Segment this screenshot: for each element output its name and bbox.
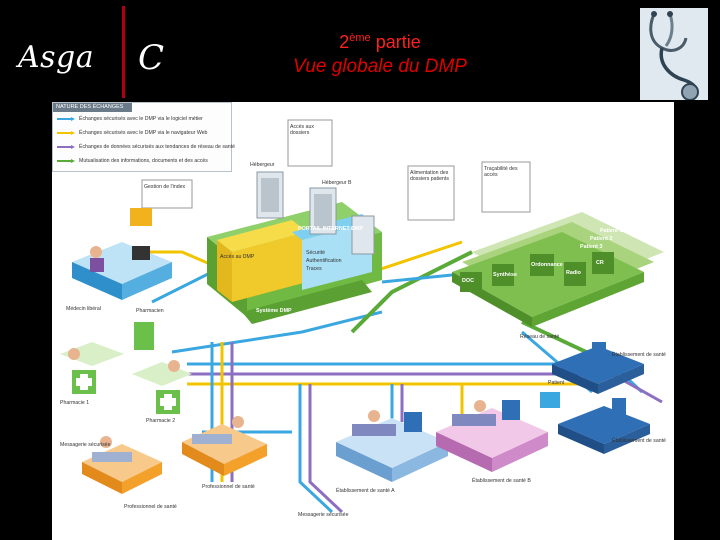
document-label: Synthèse [493, 272, 517, 278]
yellow-arrow-icon [57, 131, 75, 135]
document-label: Radio [566, 270, 581, 276]
part-title: 2ème partie [300, 26, 460, 52]
portal-label: PORTAIL INTERNET DMP [298, 226, 364, 232]
dmp-stack-label: Patient 3 [580, 244, 603, 250]
asga-logo: Asga [18, 40, 95, 75]
mailbox-label: Messagerie sécurisée [60, 442, 111, 448]
slide-title: Vue globale du DMP [293, 56, 467, 77]
stethoscope-icon [640, 8, 708, 100]
patient-label: Patient [548, 380, 565, 386]
pharmacy-label: Pharmacie 1 [60, 400, 90, 406]
legend-title: NATURE DES ÉCHANGES [53, 103, 132, 112]
dmp-stack-label: Patient 1 [600, 228, 623, 234]
right-hospitals [540, 342, 650, 454]
callout-bubbles [141, 119, 531, 221]
care-professional-label: Professionnel de santé [202, 484, 255, 490]
site1-label: Hébergeur [250, 162, 275, 168]
slide-header: Asga C 2ème partie Vue globale du DMP [0, 0, 720, 104]
pharmacies [60, 322, 192, 414]
asga-logo-mark: C [138, 38, 165, 78]
logo-divider [122, 6, 125, 98]
purple-arrow-icon [57, 145, 75, 149]
hospital-wards [336, 400, 548, 482]
legend-item-label: Échanges de données sécurisés aux tendan… [79, 144, 236, 150]
document-label: Ordonnance [531, 262, 563, 268]
care-professional-label: Professionnel de santé [124, 504, 177, 510]
callout-traceability-label: Traçabilité des accès [484, 166, 518, 178]
dmp-stack-label: Patient 2 [590, 236, 613, 242]
part-number: 2 [339, 32, 350, 52]
green-arrow-icon [57, 159, 75, 163]
doctor-office [72, 208, 172, 300]
patient-records-stack [452, 212, 664, 327]
pharmacy-label: Pharmacie 2 [146, 418, 176, 424]
callout-documents-label: Alimentation des dossiers patients [410, 170, 449, 182]
network-label: Réseau de santé [520, 334, 560, 340]
part-superscript: ème [349, 32, 371, 44]
blue-arrow-icon [57, 117, 75, 121]
portal-feature: Sécurité [306, 250, 326, 256]
mailbox-label: Messagerie sécurisée [298, 512, 349, 518]
hospital-label: Établissement de santé [612, 438, 666, 444]
care-rooms [82, 416, 267, 494]
pharmacist-label: Pharmacien [136, 308, 164, 314]
doctor-label: Médecin libéral [66, 306, 101, 312]
legend-item-label: Échanges sécurisés avec le DMP via le na… [79, 130, 208, 136]
dmp-system-block [207, 171, 382, 324]
legend-panel: NATURE DES ÉCHANGES Échanges sécurisés a… [52, 102, 236, 172]
legend-item-label: Mutualisation des informations, document… [79, 158, 208, 164]
system-dmp-label: Système DMP [256, 308, 292, 314]
part-word: partie [370, 32, 421, 52]
callout-index-label: Gestion de l'index [144, 184, 186, 190]
ward-label: Établissement de santé A [336, 488, 395, 494]
hospital-label: Établissement de santé [612, 352, 666, 358]
callout-access-label: Accès aux dossiers [290, 124, 314, 136]
legend-item: Échanges de données sécurisés aux tendan… [57, 141, 236, 153]
portal-feature: Authentification [306, 258, 342, 264]
dmp-overview-diagram: NATURE DES ÉCHANGES Échanges sécurisés a… [52, 102, 674, 540]
portal-access-label: Accès au DMP [220, 254, 255, 260]
legend-item-label: Échanges sécurisés avec le DMP via le lo… [79, 116, 203, 122]
ward-label: Établissement de santé B [472, 478, 531, 484]
legend-item: Échanges sécurisés avec le DMP via le na… [57, 127, 229, 139]
document-label: CR [596, 260, 604, 266]
diagram-illustration [60, 119, 664, 514]
portal-feature: Traces [306, 266, 322, 272]
legend-item: Échanges sécurisés avec le DMP via le lo… [57, 113, 229, 125]
site2-label: Hébergeur B [322, 180, 352, 186]
legend-item: Mutualisation des informations, document… [57, 155, 229, 167]
document-label: DOC [462, 278, 474, 284]
